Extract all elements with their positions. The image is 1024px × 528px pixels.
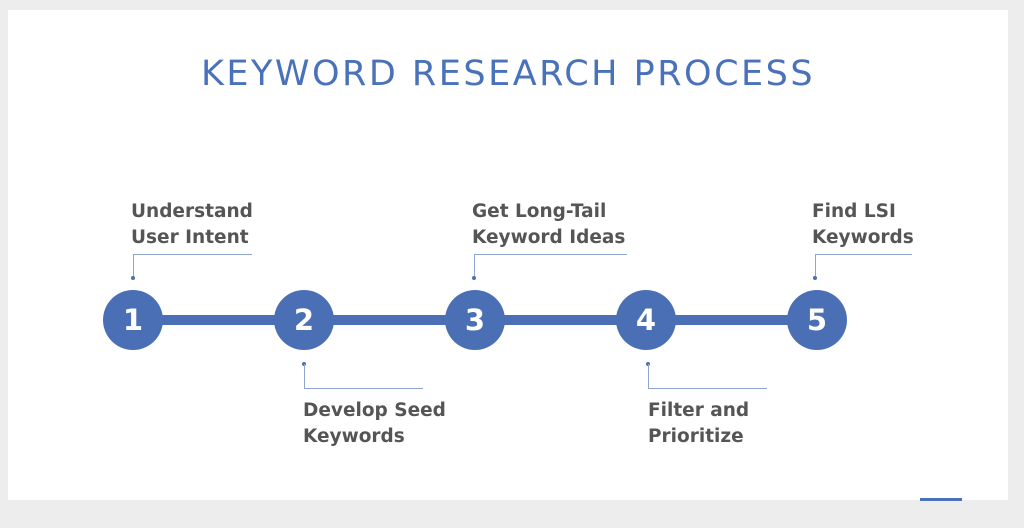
step-2-label: Develop Seed Keywords [303, 398, 446, 450]
step-3-circle: 3 [445, 290, 505, 350]
step-5-callout-dot [813, 276, 817, 280]
step-4-label-line1: Filter and [648, 400, 750, 421]
step-3-callout-dot [472, 276, 476, 280]
step-1-label: Understand User Intent [131, 199, 253, 251]
step-2-label-line2: Keywords [303, 426, 405, 447]
step-5-label-line1: Find LSI [812, 201, 896, 222]
step-5-label: Find LSI Keywords [812, 199, 914, 251]
step-1-callout-dot [131, 276, 135, 280]
step-3-label-line2: Keyword Ideas [472, 227, 626, 248]
step-3-label: Get Long-Tail Keyword Ideas [472, 199, 625, 251]
step-5-circle: 5 [787, 290, 847, 350]
step-1-circle: 1 [103, 290, 163, 350]
slide-card [8, 10, 1008, 500]
step-5-callout [815, 254, 912, 279]
step-1-callout [133, 254, 252, 279]
step-2-callout [304, 364, 423, 389]
step-3-callout [474, 254, 627, 279]
step-3-label-line1: Get Long-Tail [472, 201, 607, 222]
step-2-circle: 2 [274, 290, 334, 350]
step-1-label-line2: User Intent [131, 227, 249, 248]
step-4-circle: 4 [616, 290, 676, 350]
step-1-label-line1: Understand [131, 201, 253, 222]
step-4-label: Filter and Prioritize [648, 398, 749, 450]
diagram-title: KEYWORD RESEARCH PROCESS [200, 54, 816, 94]
step-2-label-line1: Develop Seed [303, 400, 446, 421]
step-5-label-line2: Keywords [812, 227, 914, 248]
step-4-label-line2: Prioritize [648, 426, 744, 447]
decorative-corner-mark [920, 498, 962, 501]
step-4-callout [648, 364, 767, 389]
